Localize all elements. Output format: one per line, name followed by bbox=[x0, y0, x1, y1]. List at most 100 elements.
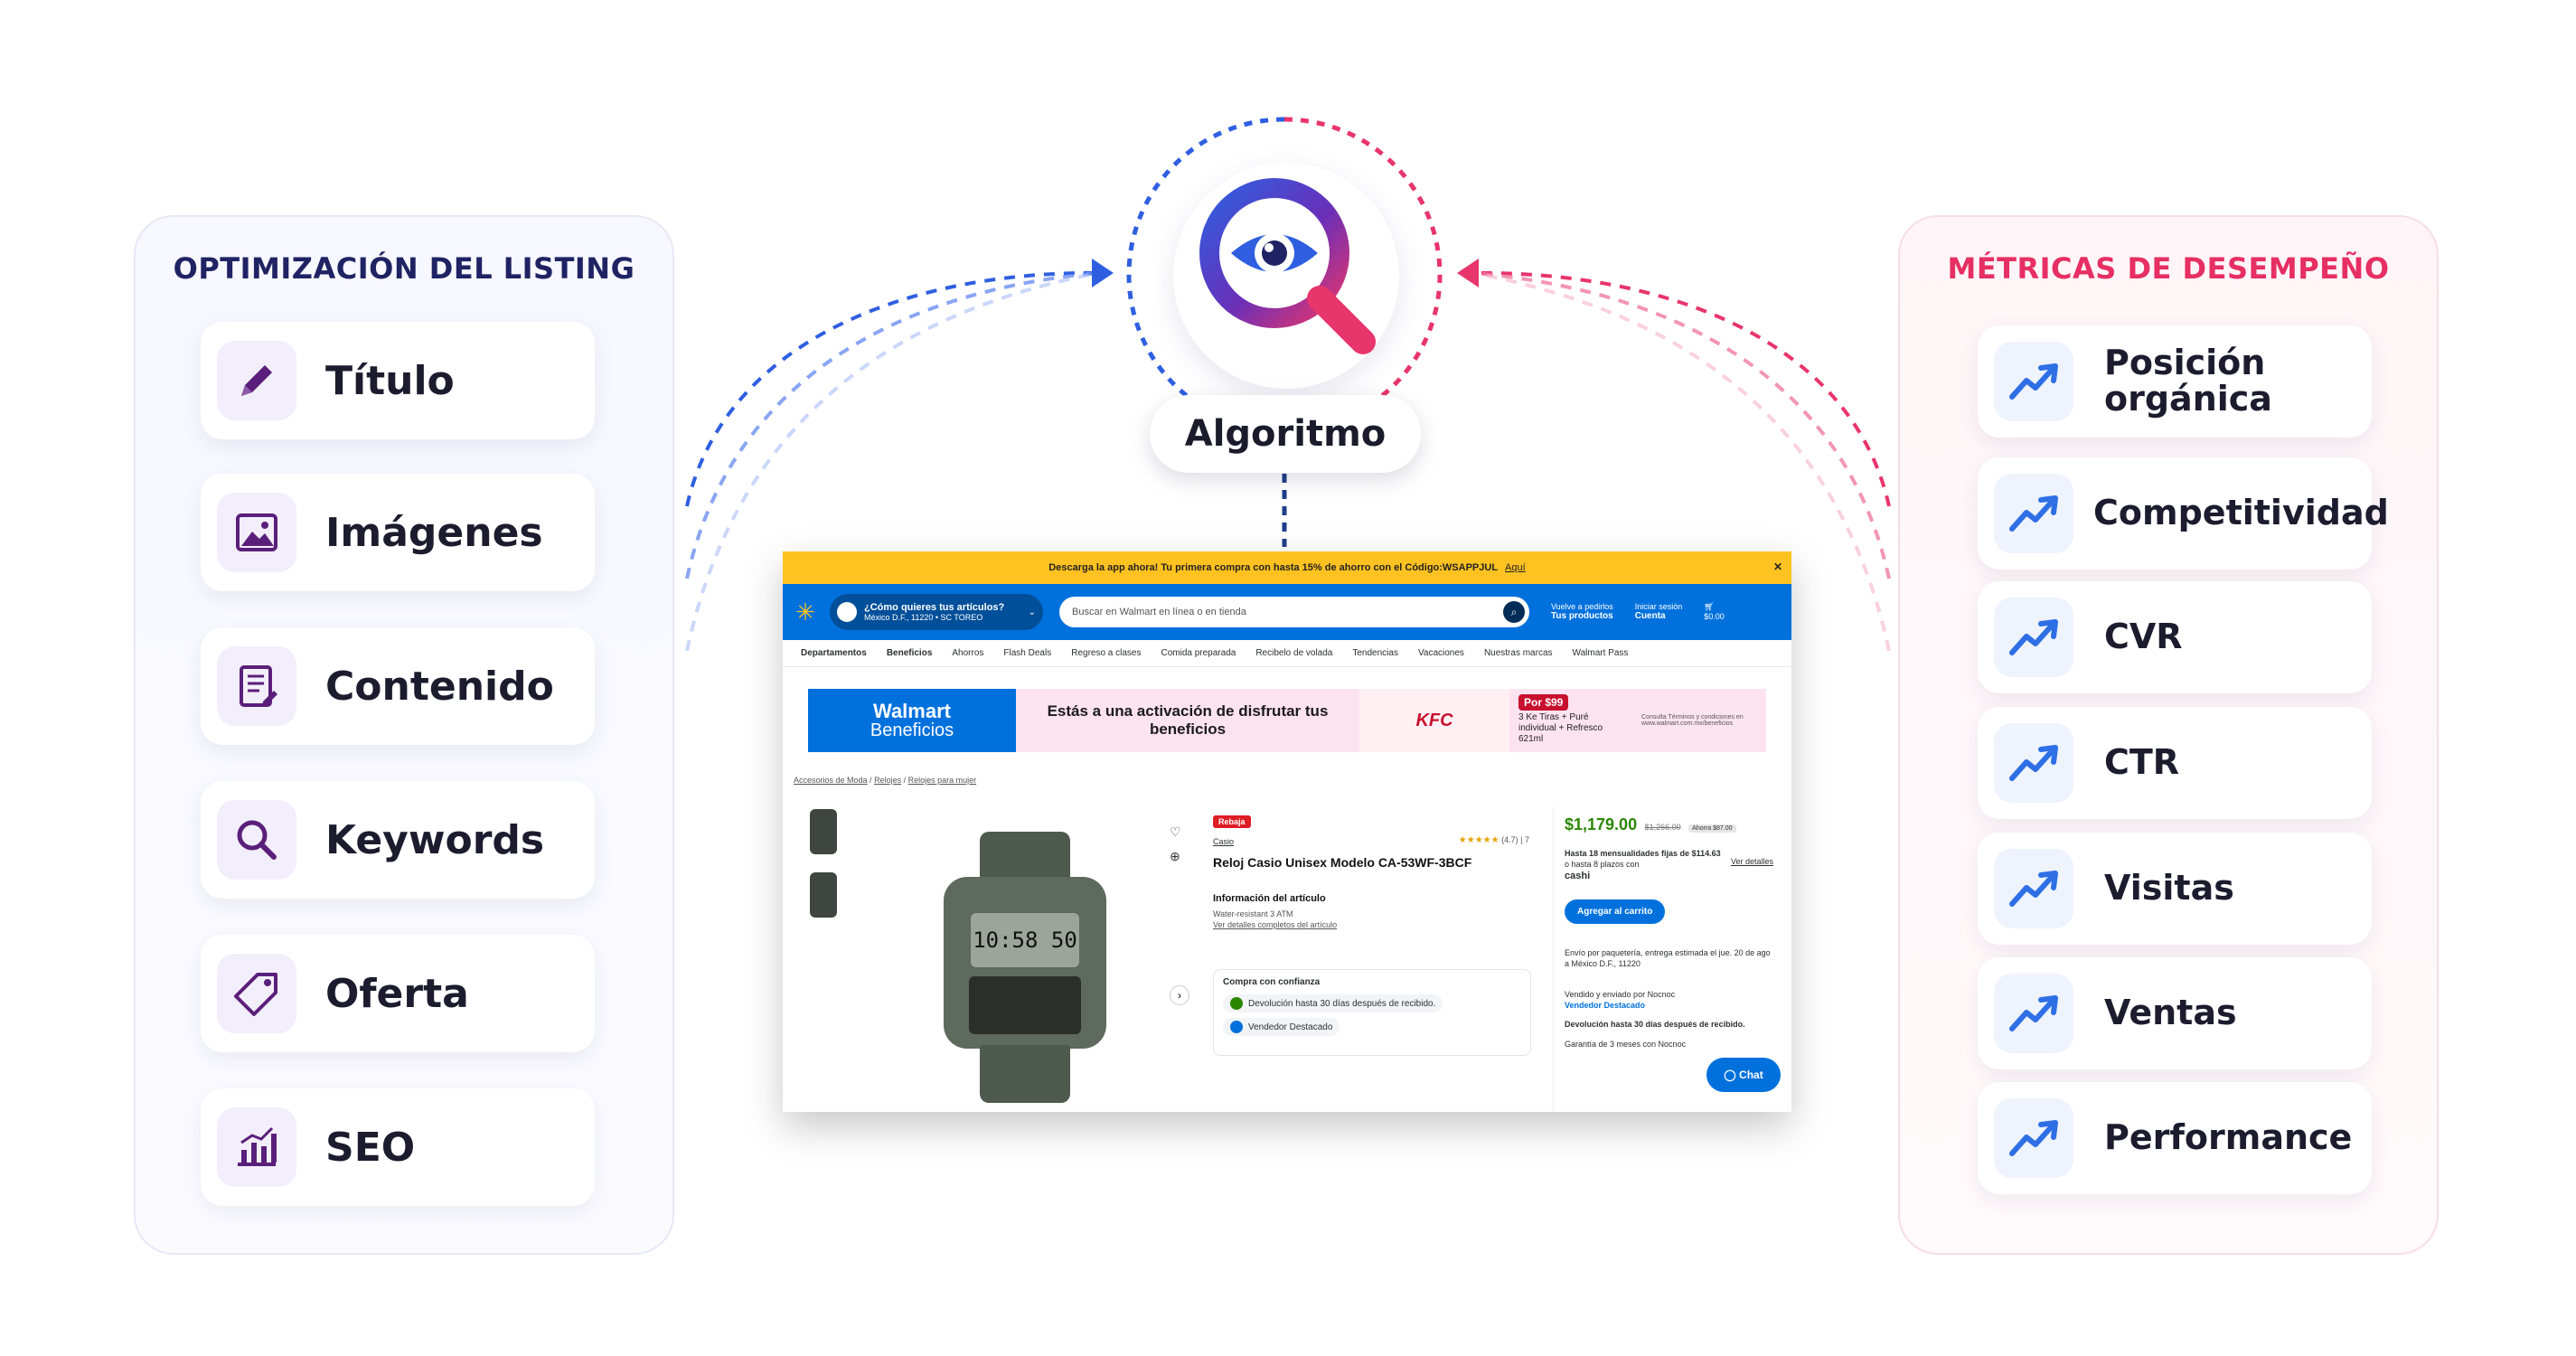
watch-display: 10:58 50 bbox=[971, 913, 1079, 967]
return-policy-chip[interactable]: Devolución hasta 30 días después de reci… bbox=[1223, 994, 1443, 1012]
rebaja-badge: Rebaja bbox=[1213, 815, 1251, 828]
installments: Hasta 18 mensualidades fijas de $114.63 … bbox=[1565, 849, 1773, 883]
walmart-spark-icon[interactable]: ✳ bbox=[795, 598, 815, 626]
add-to-cart-button[interactable]: Agregar al carrito bbox=[1565, 899, 1666, 924]
nav-departamentos[interactable]: Departamentos bbox=[801, 648, 867, 658]
nav-ahorros[interactable]: Ahorros bbox=[952, 648, 984, 658]
card-posicion-organica[interactable]: Posición orgánica bbox=[1978, 325, 2372, 438]
return-icon bbox=[1230, 997, 1243, 1010]
nav-comida[interactable]: Comida preparada bbox=[1161, 648, 1236, 658]
seller-badge[interactable]: Vendedor Destacado bbox=[1565, 1001, 1646, 1011]
search-placeholder: Buscar en Walmart en línea o en tienda bbox=[1072, 607, 1246, 617]
installments-text: Hasta 18 mensualidades fijas de $114.63 bbox=[1565, 849, 1721, 858]
card-cvr[interactable]: CVR bbox=[1978, 581, 2372, 693]
search-icon bbox=[217, 800, 296, 880]
crumb-accesorios[interactable]: Accesorios de Moda bbox=[794, 776, 868, 785]
card-label: Keywords bbox=[325, 816, 545, 863]
card-oferta[interactable]: Oferta bbox=[201, 935, 595, 1052]
card-label: Ventas bbox=[2104, 993, 2237, 1033]
performance-metrics-panel: MÉTRICAS DE DESEMPEÑO Posición orgánica … bbox=[1898, 215, 2439, 1255]
search-icon[interactable]: ⌕ bbox=[1503, 601, 1525, 623]
heart-icon[interactable]: ♡ bbox=[1170, 824, 1181, 839]
banner-brand-name: Walmart bbox=[873, 700, 951, 722]
card-label: CVR bbox=[2104, 617, 2183, 657]
seller-chip[interactable]: Vendedor Destacado bbox=[1223, 1018, 1340, 1036]
next-image-button[interactable]: › bbox=[1170, 985, 1189, 1005]
info-details-link[interactable]: Ver detalles completos del artículo bbox=[1213, 920, 1338, 929]
card-label: Contenido bbox=[325, 663, 554, 710]
nav-walmart-pass[interactable]: Walmart Pass bbox=[1572, 648, 1629, 658]
cashi-logo: cashi bbox=[1565, 871, 1591, 882]
shipping-info: Envío por paquetería, entrega estimada e… bbox=[1565, 947, 1771, 968]
trend-up-icon bbox=[1994, 598, 2073, 677]
card-performance[interactable]: Performance bbox=[1978, 1082, 2372, 1194]
card-imagenes[interactable]: Imágenes bbox=[201, 474, 595, 591]
nav-tendencias[interactable]: Tendencias bbox=[1352, 648, 1398, 658]
info-line: Water-resistant 3 ATM bbox=[1213, 909, 1293, 918]
card-keywords[interactable]: Keywords bbox=[201, 781, 595, 899]
eye-magnifier-icon bbox=[1199, 178, 1376, 354]
promo-text: Descarga la app ahora! Tu primera compra… bbox=[1048, 562, 1499, 573]
chat-button[interactable]: ◯ Chat bbox=[1706, 1058, 1781, 1092]
promo-banner[interactable]: Walmart Beneficios Estás a una activació… bbox=[808, 689, 1766, 752]
crumb-relojes-mujer[interactable]: Relojes para mujer bbox=[907, 776, 977, 785]
card-label: Oferta bbox=[325, 970, 469, 1017]
promo-bar: Descarga la app ahora! Tu primera compra… bbox=[783, 551, 1791, 584]
login-line2: Cuenta bbox=[1634, 611, 1666, 622]
card-label: Imágenes bbox=[325, 509, 543, 556]
card-ctr[interactable]: CTR bbox=[1978, 707, 2372, 819]
card-seo[interactable]: SEO bbox=[201, 1088, 595, 1206]
buy-box: $1,179.00 $1,266.00 Ahorra $87.00 Hasta … bbox=[1553, 806, 1784, 1112]
chat-label: Chat bbox=[1739, 1069, 1763, 1081]
location-title: ¿Cómo quieres tus artículos? bbox=[864, 602, 1005, 613]
thumbnail[interactable] bbox=[810, 872, 837, 918]
crumb-relojes[interactable]: Relojes bbox=[874, 776, 902, 785]
card-label: Visitas bbox=[2104, 868, 2234, 909]
card-ventas[interactable]: Ventas bbox=[1978, 957, 2372, 1069]
banner-message: Estás a una activación de disfrutar tus … bbox=[1016, 689, 1359, 752]
algorithm-hub bbox=[1173, 163, 1399, 389]
metrics-panel-title: MÉTRICAS DE DESEMPEÑO bbox=[1947, 251, 2390, 286]
card-label: Competitividad bbox=[2093, 493, 2389, 533]
review-count: 7 bbox=[1524, 835, 1529, 844]
nav-beneficios[interactable]: Beneficios bbox=[886, 648, 933, 658]
watch-strap bbox=[980, 1045, 1070, 1103]
zoom-icon[interactable]: ⊕ bbox=[1170, 849, 1180, 863]
star-rating-icon: ★★★★★ bbox=[1458, 835, 1500, 845]
banner-fine-print: Consulta Términos y condiciones en www.w… bbox=[1627, 689, 1766, 752]
chat-icon: ◯ bbox=[1724, 1069, 1740, 1081]
reorder-link[interactable]: Vuelve a pedirlos Tus productos bbox=[1551, 602, 1613, 623]
category-nav: Departamentos Beneficios Ahorros Flash D… bbox=[783, 640, 1791, 667]
header-bar: ✳ ¿Cómo quieres tus artículos? México D.… bbox=[783, 584, 1791, 640]
nav-regreso[interactable]: Regreso a clases bbox=[1071, 648, 1142, 658]
account-link[interactable]: Iniciar sesión Cuenta bbox=[1635, 602, 1683, 623]
location-selector[interactable]: ¿Cómo quieres tus artículos? México D.F.… bbox=[830, 594, 1043, 630]
card-label: Posición orgánica bbox=[2104, 343, 2272, 419]
cart-button[interactable]: 🛒︎ $0.00 bbox=[1704, 602, 1725, 622]
document-icon bbox=[217, 646, 296, 726]
details-link[interactable]: Ver detalles bbox=[1730, 857, 1773, 867]
warranty: Garantía de 3 meses con Nocnoc bbox=[1565, 1039, 1687, 1049]
price: $1,179.00 bbox=[1565, 815, 1638, 833]
thumbnail[interactable] bbox=[810, 809, 837, 854]
nav-recibelo[interactable]: Recibelo de volada bbox=[1255, 648, 1333, 658]
location-sub: México D.F., 11220 • SC TOREO bbox=[864, 613, 983, 622]
seller-text: Vendedor Destacado bbox=[1248, 1022, 1333, 1032]
card-competitividad[interactable]: Competitividad bbox=[1978, 457, 2389, 570]
right-flow-arcs bbox=[1457, 259, 1891, 652]
close-icon[interactable]: ✕ bbox=[1772, 560, 1782, 573]
nav-vacaciones[interactable]: Vacaciones bbox=[1417, 648, 1464, 658]
card-label: Título bbox=[325, 357, 455, 404]
promo-link[interactable]: Aquí bbox=[1505, 562, 1526, 573]
card-titulo[interactable]: Título bbox=[201, 322, 595, 439]
search-input[interactable]: Buscar en Walmart en línea o en tienda ⌕ bbox=[1059, 597, 1529, 627]
tag-icon bbox=[217, 954, 296, 1033]
brand-link[interactable]: Casio bbox=[1213, 837, 1235, 846]
rating[interactable]: ★★★★★ (4.7) | 7 bbox=[1458, 835, 1529, 845]
location-icon bbox=[837, 602, 857, 622]
card-contenido[interactable]: Contenido bbox=[201, 627, 595, 745]
nav-flash-deals[interactable]: Flash Deals bbox=[1003, 648, 1052, 658]
nav-marcas[interactable]: Nuestras marcas bbox=[1483, 648, 1553, 658]
cashi-line: o hasta 8 plazos con bbox=[1565, 859, 1640, 869]
card-visitas[interactable]: Visitas bbox=[1978, 833, 2372, 945]
